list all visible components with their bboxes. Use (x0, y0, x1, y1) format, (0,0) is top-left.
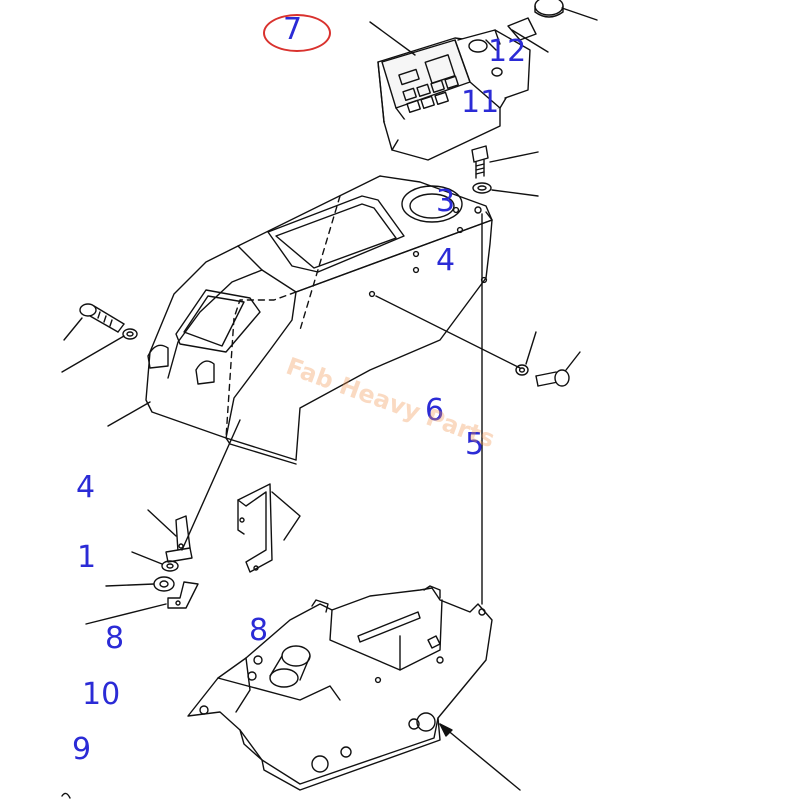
edge-fragment (61, 792, 71, 799)
callout-7[interactable]: 7 (283, 12, 303, 47)
base-plate (187, 585, 493, 791)
callout-ring (263, 14, 331, 52)
monitor-buttons (402, 75, 459, 114)
leader-line (375, 295, 521, 369)
callout-3[interactable]: 3 (436, 184, 456, 219)
callout-8-plate[interactable]: 8 (249, 613, 269, 648)
hidden-line (181, 419, 241, 551)
callout-9[interactable]: 9 (72, 732, 92, 767)
callout-10[interactable]: 10 (82, 677, 121, 712)
callout-12[interactable]: 12 (488, 34, 527, 69)
bracket-a (147, 509, 193, 563)
callout-11[interactable]: 11 (461, 85, 500, 120)
right-washer (515, 331, 537, 376)
leader-arrow (439, 723, 521, 791)
right-bolt (535, 351, 581, 387)
console-cover (107, 175, 493, 465)
callout-8[interactable]: 8 (105, 621, 125, 656)
arrow-head (439, 723, 453, 737)
nut-part (105, 576, 175, 592)
bracket-b (237, 483, 301, 573)
hidden-lines (225, 195, 341, 439)
washer-part (472, 182, 539, 197)
callout-5[interactable]: 5 (465, 427, 485, 462)
bracket-c (85, 581, 199, 625)
monitor-panel (377, 29, 531, 161)
small-washer (131, 551, 179, 572)
callout-6[interactable]: 6 (425, 393, 445, 428)
callout-4[interactable]: 4 (436, 243, 456, 278)
cap-part (534, 0, 598, 21)
key-switch (468, 39, 503, 77)
callout-1[interactable]: 1 (77, 540, 97, 575)
leader-line (511, 29, 549, 53)
bracket-part (507, 17, 537, 41)
leader-line (369, 21, 416, 56)
bolt-part (471, 145, 539, 179)
left-washer (61, 328, 138, 373)
callout-4-lower[interactable]: 4 (76, 470, 96, 505)
left-bolt (63, 303, 125, 341)
